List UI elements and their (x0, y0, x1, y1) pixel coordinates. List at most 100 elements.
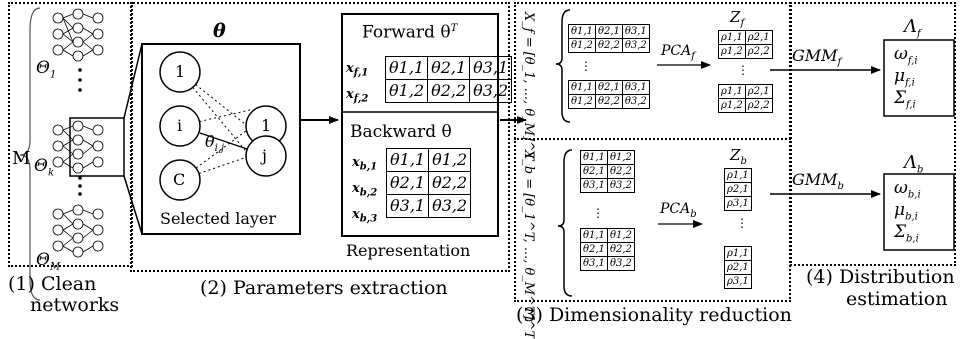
backward-title: Backward θ (350, 122, 452, 142)
forward-row-label-1: xf,1 (346, 61, 369, 79)
backward-stack-cell: θ2,1 (580, 164, 608, 179)
region-distribution-estimation (790, 2, 956, 266)
backward-cell: θ1,2 (428, 148, 472, 172)
z-f-cell: ρ2,2 (744, 44, 773, 59)
backward-stack-cell: θ1,1 (580, 150, 608, 165)
Lambda-b-label: Λb (904, 152, 924, 176)
z-f-cell: ρ1,2 (718, 98, 746, 113)
node-j-label: j (262, 146, 267, 165)
forward-stack-cell: θ1,1 (568, 80, 596, 95)
backward-stack-cell: θ2,2 (606, 164, 635, 179)
forward-stack-cell: θ1,2 (568, 94, 596, 109)
representation-caption: Representation (346, 241, 471, 260)
backward-stack-cell: θ2,2 (606, 242, 635, 257)
Z-b-ellipsis: ⋮ (736, 216, 748, 230)
node-1-label: 1 (175, 62, 186, 81)
backward-cell: θ2,2 (428, 171, 472, 195)
omega-b: ωb,i (894, 178, 921, 201)
networks-brace (19, 7, 41, 301)
backward-stack-cell: θ3,2 (606, 256, 635, 271)
forward-cell: θ2,1 (427, 56, 471, 80)
backward-stack-cell: θ1,2 (606, 150, 635, 165)
networks-ellipsis (78, 68, 82, 196)
stage-4-caption-line1: (4) Distribution (806, 266, 955, 288)
z-f-cell: ρ2,2 (744, 98, 773, 113)
stage-1-caption-line1: (1) Clean (8, 273, 97, 295)
theta-k-label: Θk (34, 156, 54, 179)
selected-layer-graph (159, 51, 287, 201)
node-C-label: C (173, 170, 186, 189)
node-i-label: i (177, 116, 183, 135)
region-clean-networks (8, 2, 133, 267)
backward-stack-cell: θ1,2 (606, 228, 635, 243)
mu-f: μf,i (894, 66, 915, 89)
omega-f: ωf,i (894, 44, 918, 67)
sigma-f: Σf,i (894, 88, 916, 111)
backward-cell: θ3,1 (385, 194, 430, 218)
Z-b-label: Zb (730, 146, 747, 167)
edge-weight-label: θi,j (205, 132, 225, 155)
forward-cell: θ1,2 (384, 79, 429, 103)
z-f-cell: ρ2,1 (744, 84, 773, 99)
stage-4-caption-line2: estimation (846, 288, 948, 310)
forward-stack-cell: θ1,2 (568, 38, 596, 53)
network-icon-bottom (52, 204, 104, 258)
stage-2-caption: (2) Parameters extraction (200, 277, 448, 299)
forward-stack-cell: θ3,1 (621, 24, 650, 39)
pca-b-label: PCAb (660, 201, 697, 220)
forward-cell: θ1,1 (384, 56, 429, 80)
theta-title: θ (213, 20, 226, 42)
theta-1-label: Θ1 (36, 58, 57, 81)
backward-cell: θ3,2 (428, 194, 472, 218)
Z-f-label: Zf (730, 8, 745, 29)
lambda-b-box (883, 173, 955, 251)
sigma-b: Σb,i (894, 222, 919, 245)
gmm-f-params: ωf,i μf,i Σf,i (894, 46, 918, 112)
node-1b-label: 1 (261, 116, 272, 135)
Z-b-matrix-top: ρ1,1 ρ2,1 ρ3,1 (724, 168, 752, 211)
forward-stack-cell: θ2,2 (594, 38, 623, 53)
backward-row-label-3: xb,3 (352, 207, 378, 225)
backward-stack-ellipsis: ⋮ (592, 206, 604, 220)
forward-stack-matrix-top: θ1,1 θ2,1 θ3,1 θ1,2 θ2,2 θ3,2 (568, 24, 650, 53)
theta-M-label: ΘM (36, 250, 61, 273)
forward-stack-cell: θ3,1 (621, 80, 650, 95)
forward-stack-cell: θ2,1 (594, 24, 623, 39)
forward-cell: θ3,1 (469, 56, 513, 80)
X-f-label: X_f = [θ_1, ..., θ_M]^T (521, 12, 536, 161)
backward-matrix: θ1,1 θ1,2 θ2,1 θ2,2 θ3,1 θ3,2 (385, 148, 472, 218)
forward-cell: θ2,2 (427, 79, 471, 103)
forward-stack-matrix-bottom: θ1,1 θ2,1 θ3,1 θ1,2 θ2,2 θ3,2 (568, 80, 650, 109)
lambda-f-box (883, 39, 955, 117)
Z-f-ellipsis: ⋮ (737, 63, 749, 77)
backward-stack-cell: θ3,2 (606, 178, 635, 193)
pca-f-label: PCAf (661, 43, 695, 62)
backward-cell: θ2,1 (385, 171, 430, 195)
backward-stack-cell: θ1,1 (580, 228, 608, 243)
forward-cell: θ3,2 (469, 79, 513, 103)
forward-stack-ellipsis: ⋮ (580, 59, 592, 73)
z-b-cell: ρ1,1 (724, 168, 752, 183)
forward-title: Forward θT (362, 22, 458, 43)
forward-stack-cell: θ3,2 (621, 38, 650, 53)
backward-cell: θ1,1 (385, 148, 430, 172)
z-b-cell: ρ3,1 (724, 196, 752, 211)
backward-stack-cell: θ3,1 (580, 178, 608, 193)
branch-divider (514, 138, 791, 140)
Lambda-f-label: Λf (904, 16, 921, 40)
mu-b: μb,i (894, 200, 918, 223)
forward-stack-cell: θ2,2 (594, 94, 623, 109)
selected-layer-caption: Selected layer (160, 209, 277, 228)
forward-row-label-2: xf,2 (346, 87, 369, 105)
pipeline-diagram: M Θ1 Θk ΘM (1) Clean networks θ 1 i C 1 … (8, 2, 956, 339)
backward-stack-cell: θ3,1 (580, 256, 608, 271)
region-parameters-extraction (130, 2, 510, 272)
forward-stack-cell: θ3,2 (621, 94, 650, 109)
z-b-cell: ρ3,1 (724, 274, 752, 289)
backward-row-label-2: xb,2 (352, 181, 378, 199)
stage-1-caption-line2: networks (30, 294, 120, 316)
